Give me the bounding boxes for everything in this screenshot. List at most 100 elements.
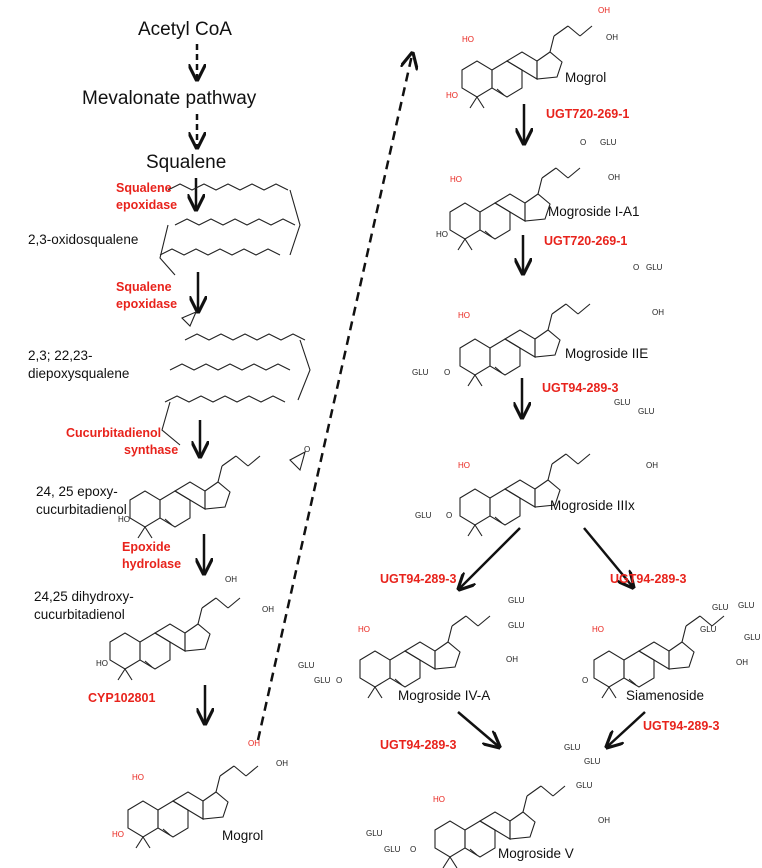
- mogroside-iiix-structure: HO GLU O GLU GLU OH: [415, 398, 658, 537]
- enzyme-ugt720-b: UGT720-269-1: [544, 234, 627, 248]
- svg-text:GLU: GLU: [366, 829, 383, 838]
- enzyme-epoxide-hydrolase-line1: Epoxide: [122, 540, 171, 554]
- svg-text:HO: HO: [96, 659, 108, 668]
- svg-text:HO: HO: [462, 35, 474, 44]
- enzyme-squalene-epoxidase-1-line1: Squalene: [116, 181, 172, 195]
- mogrol-structure-top: HO HO OH OH: [446, 6, 618, 109]
- svg-text:GLU: GLU: [600, 138, 617, 147]
- svg-text:GLU: GLU: [712, 603, 729, 612]
- svg-text:GLU: GLU: [744, 633, 761, 642]
- svg-text:OH: OH: [646, 461, 658, 470]
- enzyme-ugt94-c: UGT94-289-3: [542, 381, 618, 395]
- svg-text:GLU: GLU: [412, 368, 429, 377]
- epoxy-cucurbitadienol-structure: O HO: [118, 445, 310, 539]
- mogroside-i-a1-label: Mogroside I-A1: [548, 204, 640, 219]
- svg-text:O: O: [336, 676, 342, 685]
- svg-text:HO: HO: [358, 625, 370, 634]
- oxidosqualene-label: 2,3-oxidosqualene: [28, 232, 138, 247]
- diepoxysqualene-structure: [161, 310, 311, 446]
- mogroside-iie-structure: HO GLU O O GLU OH: [412, 263, 664, 387]
- svg-text:HO: HO: [132, 773, 144, 782]
- dihydroxy-cucurbitadienol-label-line2: cucurbitadienol: [34, 607, 125, 622]
- svg-text:HO: HO: [446, 91, 458, 100]
- arrow-mogrol-transfer: [256, 55, 412, 741]
- enzyme-ugt720-a: UGT720-269-1: [546, 107, 629, 121]
- dihydroxy-cucurbitadienol-structure: OH OH HO: [96, 575, 274, 681]
- svg-text:GLU: GLU: [384, 845, 401, 854]
- mogrol-structure-bottom: HO HO OH OH: [112, 739, 288, 849]
- enzyme-squalene-epoxidase-2-line1: Squalene: [116, 280, 172, 294]
- svg-text:HO: HO: [450, 175, 462, 184]
- svg-text:O: O: [304, 445, 310, 454]
- arrow-r5-right: [608, 711, 646, 746]
- enzyme-cucurbitadienol-synthase-line2: synthase: [124, 443, 178, 457]
- svg-text:HO: HO: [592, 625, 604, 634]
- svg-text:GLU: GLU: [700, 625, 717, 634]
- siamenoside-label: Siamenoside: [626, 688, 704, 703]
- enzyme-ugt94-g: UGT94-289-3: [380, 738, 456, 752]
- enzyme-ugt94-e: UGT94-289-3: [610, 572, 686, 586]
- svg-text:OH: OH: [608, 173, 620, 182]
- svg-text:O: O: [444, 368, 450, 377]
- svg-text:O: O: [633, 263, 639, 272]
- dihydroxy-cucurbitadienol-label-line1: 24,25 dihydroxy-: [34, 589, 134, 604]
- svg-text:OH: OH: [262, 605, 274, 614]
- diepoxysqualene-label-line2: diepoxysqualene: [28, 366, 129, 381]
- svg-text:OH: OH: [598, 816, 610, 825]
- enzyme-epoxide-hydrolase-line2: hydrolase: [122, 557, 181, 571]
- svg-text:O: O: [446, 511, 452, 520]
- svg-text:OH: OH: [736, 658, 748, 667]
- enzyme-ugt94-d: UGT94-289-3: [380, 572, 456, 586]
- arrow-r4-right: [583, 527, 632, 586]
- svg-text:OH: OH: [248, 739, 260, 748]
- svg-text:GLU: GLU: [564, 743, 581, 752]
- svg-text:GLU: GLU: [314, 676, 331, 685]
- mogroside-iiix-label: Mogroside IIIx: [550, 498, 635, 513]
- svg-text:GLU: GLU: [584, 757, 601, 766]
- diepoxysqualene-label-line1: 2,3; 22,23-: [28, 348, 93, 363]
- svg-text:GLU: GLU: [638, 407, 655, 416]
- svg-text:OH: OH: [506, 655, 518, 664]
- svg-text:HO: HO: [458, 461, 470, 470]
- mogroside-i-a1-structure: HO HO O GLU OH: [436, 138, 620, 251]
- svg-text:O: O: [582, 676, 588, 685]
- enzyme-squalene-epoxidase-1-line2: epoxidase: [116, 198, 177, 212]
- mogrol-label-bottom: Mogrol: [222, 828, 263, 843]
- svg-text:O: O: [580, 138, 586, 147]
- arrow-r4-left: [460, 527, 521, 588]
- svg-text:HO: HO: [458, 311, 470, 320]
- svg-text:GLU: GLU: [508, 621, 525, 630]
- svg-text:HO: HO: [433, 795, 445, 804]
- arrow-r5-left: [457, 711, 498, 746]
- svg-text:GLU: GLU: [614, 398, 631, 407]
- svg-text:GLU: GLU: [415, 511, 432, 520]
- epoxy-cucurbitadienol-label-line1: 24, 25 epoxy-: [36, 484, 118, 499]
- svg-text:OH: OH: [225, 575, 237, 584]
- svg-text:GLU: GLU: [576, 781, 593, 790]
- svg-text:GLU: GLU: [298, 661, 315, 670]
- svg-text:GLU: GLU: [738, 601, 755, 610]
- svg-text:HO: HO: [118, 515, 130, 524]
- svg-text:O: O: [410, 845, 416, 854]
- svg-text:GLU: GLU: [508, 596, 525, 605]
- svg-text:OH: OH: [598, 6, 610, 15]
- svg-text:OH: OH: [652, 308, 664, 317]
- enzyme-cyp102801: CYP102801: [88, 691, 155, 705]
- enzyme-squalene-epoxidase-2-line2: epoxidase: [116, 297, 177, 311]
- mevalonate-label: Mevalonate pathway: [82, 88, 257, 109]
- svg-text:HO: HO: [436, 230, 448, 239]
- mogrol-label-top: Mogrol: [565, 70, 606, 85]
- mogroside-v-structure: HO GLU GLU O GLU GLU GLU OH: [366, 743, 610, 868]
- svg-text:OH: OH: [276, 759, 288, 768]
- enzyme-cucurbitadienol-synthase-line1: Cucurbitadienol: [66, 426, 161, 440]
- svg-text:HO: HO: [112, 830, 124, 839]
- mogroside-v-label: Mogroside V: [498, 846, 574, 861]
- siamenoside-structure: HO O GLU GLU GLU GLU OH: [582, 601, 761, 699]
- enzyme-ugt94-f: UGT94-289-3: [643, 719, 719, 733]
- mogroside-iv-a-label: Mogroside IV-A: [398, 688, 490, 703]
- mogroside-iie-label: Mogroside IIE: [565, 346, 648, 361]
- svg-text:GLU: GLU: [646, 263, 663, 272]
- epoxy-cucurbitadienol-label-line2: cucurbitadienol: [36, 502, 127, 517]
- acetyl-coa-label: Acetyl CoA: [138, 19, 232, 40]
